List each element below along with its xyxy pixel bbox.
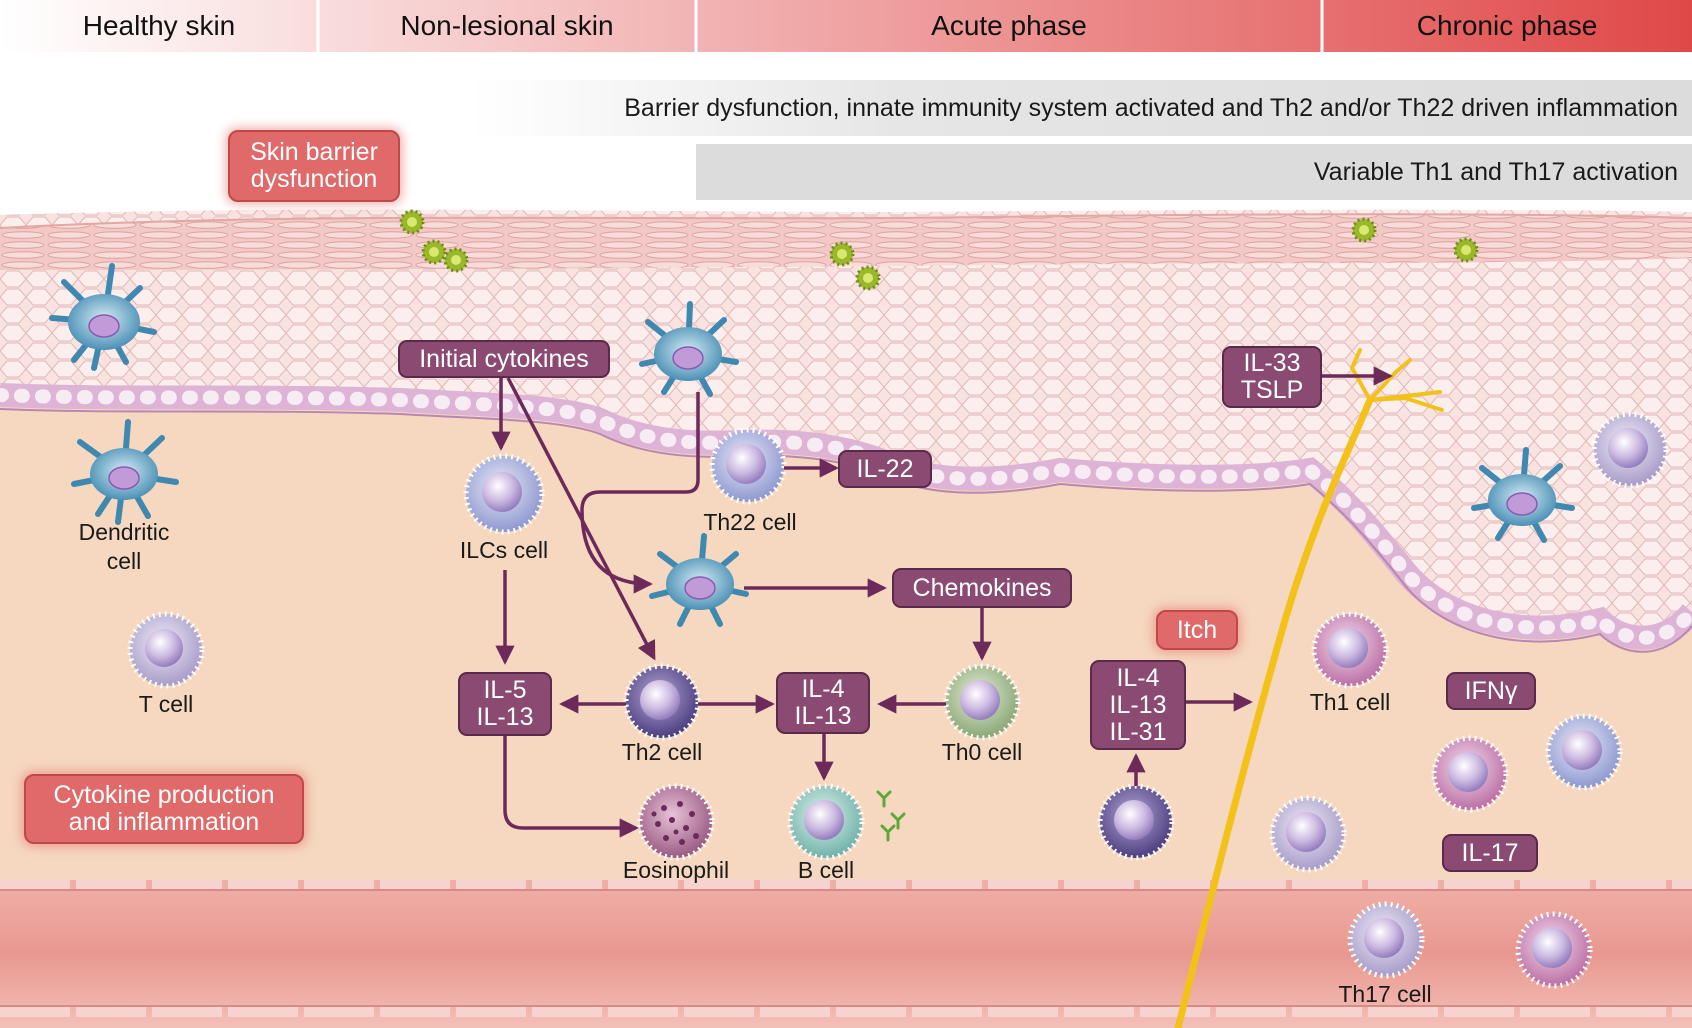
dendritic-cell-epidermis — [49, 263, 157, 371]
ilcs-cell-label: ILCs cell — [459, 537, 549, 563]
eosinophil-label: Eosinophil — [622, 857, 730, 883]
dendritic-cell-chronic — [1471, 447, 1575, 543]
phase-healthy-skin: Healthy skin — [82, 10, 236, 41]
dendritic-cell-chemokine — [649, 533, 749, 627]
epidermis — [0, 209, 1692, 638]
dendritic-cell-label: Dendritic cell — [54, 518, 194, 576]
il4-label-c: IL-4 — [1116, 663, 1160, 692]
th0-cell-label: Th0 cell — [941, 739, 1023, 765]
chronic-cell-vessel — [1515, 911, 1593, 989]
cytokine-production-line-2: and inflammation — [68, 808, 260, 836]
phase-acute: Acute phase — [931, 10, 1087, 41]
phase-header-strip — [0, 0, 1692, 52]
th1-cell-label: Th1 cell — [1309, 689, 1391, 715]
dendritic-label-line-2: cell — [106, 548, 142, 574]
il13-label-b: IL-13 — [794, 702, 852, 730]
chronic-cell-lavender — [1269, 795, 1347, 873]
arrow-il5-to-eosinophil — [503, 736, 639, 838]
il22-box: IL-22 — [838, 450, 932, 488]
il13-label-c: IL-13 — [1109, 690, 1167, 719]
arrow-dc-to-dc — [580, 392, 700, 594]
allergen-particles — [399, 209, 1479, 291]
il31-label: IL-31 — [1109, 717, 1167, 746]
th1-th17-label: Variable Th1 and Th17 activation — [1313, 157, 1678, 186]
il4-il13-il31-box: IL-4 IL-13 IL-31 — [1090, 660, 1186, 750]
eosinophil — [637, 783, 715, 861]
cytokine-production-callout: Cytokine production and inflammation — [24, 774, 304, 844]
chronic-cell-pink — [1431, 735, 1509, 813]
ilcs-cell — [463, 453, 545, 535]
il4-il13-box: IL-4 IL-13 — [776, 672, 870, 734]
th2-cell-label: Th2 cell — [621, 739, 703, 765]
innate-immunity-bar — [470, 80, 1692, 136]
th17-cell — [1347, 901, 1425, 979]
th1-cell — [1311, 611, 1389, 689]
t-cell — [127, 611, 205, 689]
il33-tslp-box: IL-33 TSLP — [1222, 346, 1322, 408]
il4-label: IL-4 — [801, 675, 845, 703]
dendritic-label-line-1: Dendritic — [78, 519, 170, 545]
th22-cell-label: Th22 cell — [703, 509, 797, 535]
b-cell — [787, 783, 865, 861]
antibodies — [876, 790, 906, 842]
innate-immunity-label: Barrier dysfunction, innate immunity sys… — [624, 93, 1678, 122]
chronic-cell-epidermis — [1591, 411, 1669, 489]
th0-cell — [943, 663, 1021, 741]
initial-cytokines-box: Initial cytokines — [398, 340, 610, 378]
il31-producing-cell — [1097, 783, 1175, 861]
il5-il13-box: IL-5 IL-13 — [458, 672, 552, 736]
il5-label: IL-5 — [483, 676, 527, 704]
tslp-label: TSLP — [1240, 376, 1304, 404]
skin-barrier-callout: Skin barrier dysfunction — [228, 130, 400, 202]
dendritic-cell-initial — [639, 301, 739, 397]
itch-callout: Itch — [1156, 610, 1238, 650]
il33-label: IL-33 — [1243, 349, 1301, 377]
skin-barrier-line-2: dysfunction — [250, 165, 378, 193]
chronic-cell-blue — [1545, 713, 1623, 791]
th22-cell — [709, 427, 787, 505]
th2-cell — [623, 663, 701, 741]
il13-label: IL-13 — [476, 703, 534, 731]
il17-box: IL-17 — [1442, 834, 1538, 872]
phase-chronic: Chronic phase — [1416, 10, 1598, 41]
ifn-gamma-box: IFNγ — [1446, 672, 1536, 710]
skin-barrier-line-1: Skin barrier — [250, 138, 378, 166]
nerve-fiber — [1174, 396, 1374, 1028]
dendritic-cell-dermis — [71, 419, 179, 525]
t-cell-label: T cell — [138, 691, 194, 717]
chemokines-box: Chemokines — [892, 568, 1072, 608]
th17-cell-label: Th17 cell — [1338, 981, 1432, 1007]
phase-non-lesional-skin: Non-lesional skin — [400, 10, 614, 41]
th1-th17-bar — [696, 144, 1692, 200]
b-cell-label: B cell — [797, 857, 855, 883]
pathway-arrows — [491, 366, 1393, 838]
cytokine-production-line-1: Cytokine production — [53, 781, 275, 809]
